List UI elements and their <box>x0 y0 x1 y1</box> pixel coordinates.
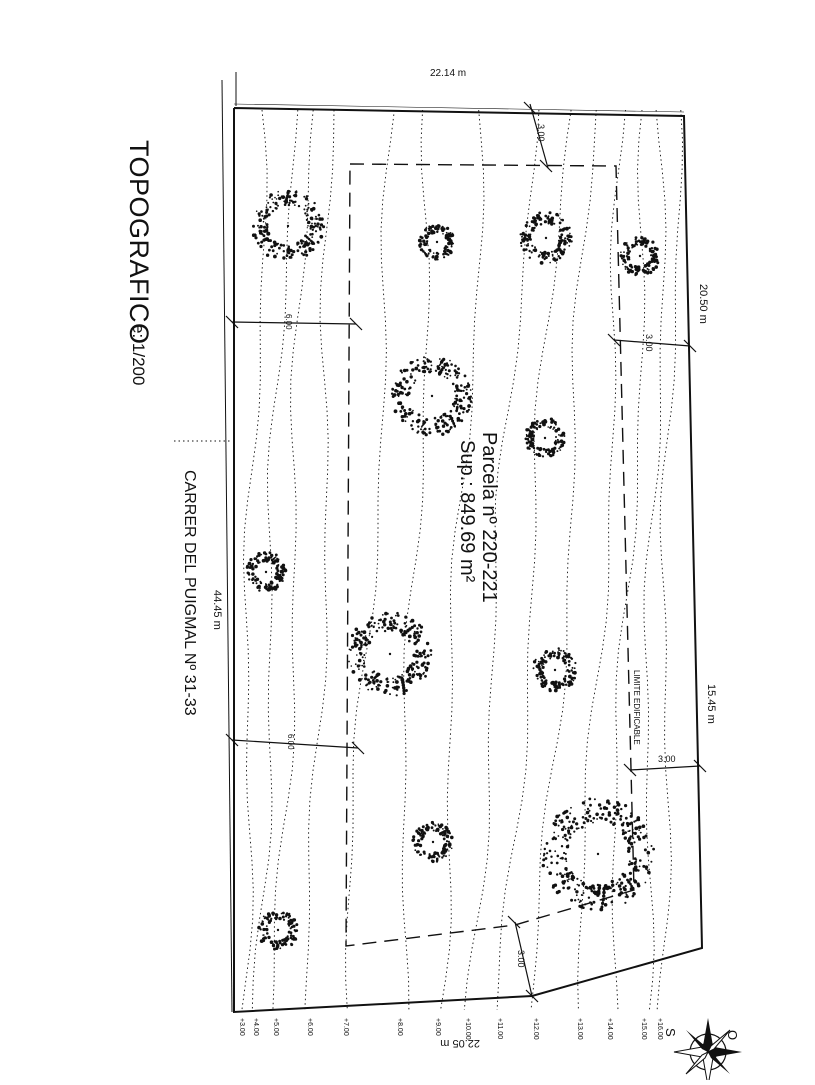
tree-icon <box>348 611 433 697</box>
compass-rose-icon <box>673 1018 742 1085</box>
parcel-number: Parcela nº 220-221 <box>478 432 500 603</box>
setback-label: 3.00 <box>536 124 546 142</box>
trees <box>245 189 660 951</box>
level-label: +6.00 <box>306 1018 313 1036</box>
level-label: +16.00 <box>656 1018 663 1040</box>
level-label: +4.00 <box>252 1018 259 1036</box>
buildable-limit <box>345 163 635 947</box>
contour-line <box>241 109 268 1011</box>
setback-label: 3.00 <box>658 754 676 764</box>
level-label: +5.00 <box>272 1018 279 1036</box>
setback-label: 3.00 <box>516 950 526 968</box>
level-label: +10.00 <box>464 1018 471 1040</box>
tree-icon <box>524 417 566 458</box>
top-dimension-line <box>233 103 685 113</box>
drawing-title: TOPOGRAFICO <box>124 140 154 345</box>
tree-icon <box>251 189 326 260</box>
parcel-boundary <box>233 107 704 1014</box>
level-label: +15.00 <box>640 1018 647 1040</box>
setback-label: 6.00 <box>284 314 293 330</box>
street-name: CARRER DEL PUIGMAL Nº 31-33 <box>181 470 198 716</box>
tree-icon <box>411 820 454 864</box>
tree-icon <box>390 356 473 437</box>
contour-line <box>656 109 683 1011</box>
dimension-right-upper: 20.50 m <box>697 284 709 324</box>
level-label: +12.00 <box>532 1018 539 1040</box>
contour-line <box>643 109 667 1011</box>
compass-south: S <box>663 1028 678 1037</box>
drawing-scale: e: 1/200 <box>129 324 148 386</box>
contour-line <box>401 109 431 1011</box>
compass-west: O <box>725 1030 740 1040</box>
parcel-surface: Sup.: 849.69 m² <box>456 440 478 583</box>
tree-icon <box>541 797 655 912</box>
contour-line <box>251 109 299 1011</box>
level-label: +3.00 <box>238 1018 245 1036</box>
dimension-top: 22.14 m <box>430 68 466 79</box>
level-label: +9.00 <box>434 1018 441 1036</box>
level-label: +8.00 <box>396 1018 403 1036</box>
contour-lines <box>241 109 683 1011</box>
level-label: +13.00 <box>576 1018 583 1040</box>
tree-icon <box>519 211 573 265</box>
level-label: +7.00 <box>342 1018 349 1036</box>
contour-line <box>611 109 646 1011</box>
setback-markers <box>225 101 707 1003</box>
setback-label: 6.00 <box>286 734 295 750</box>
level-label: +11.00 <box>496 1018 503 1039</box>
tree-icon <box>532 647 577 693</box>
contour-line <box>440 109 485 1011</box>
dimension-left: 44.45 m <box>211 590 223 630</box>
dimension-bottom: 22.05 m <box>440 1037 480 1049</box>
street-edge-line <box>221 79 233 1013</box>
dimension-right-lower: 15.45 m <box>705 684 717 724</box>
tree-icon <box>619 236 660 277</box>
tree-icon <box>417 224 455 261</box>
setback-label: 3.00 <box>644 334 654 352</box>
contour-line <box>577 109 626 1011</box>
buildable-limit-label: LIMITE EDIFICABLE <box>632 670 641 745</box>
tree-icon <box>257 911 299 951</box>
level-label: +14.00 <box>606 1018 613 1040</box>
contour-line <box>272 109 314 1011</box>
contour-line <box>345 109 395 1011</box>
contour-line <box>304 109 335 1011</box>
tree-icon <box>245 551 288 592</box>
